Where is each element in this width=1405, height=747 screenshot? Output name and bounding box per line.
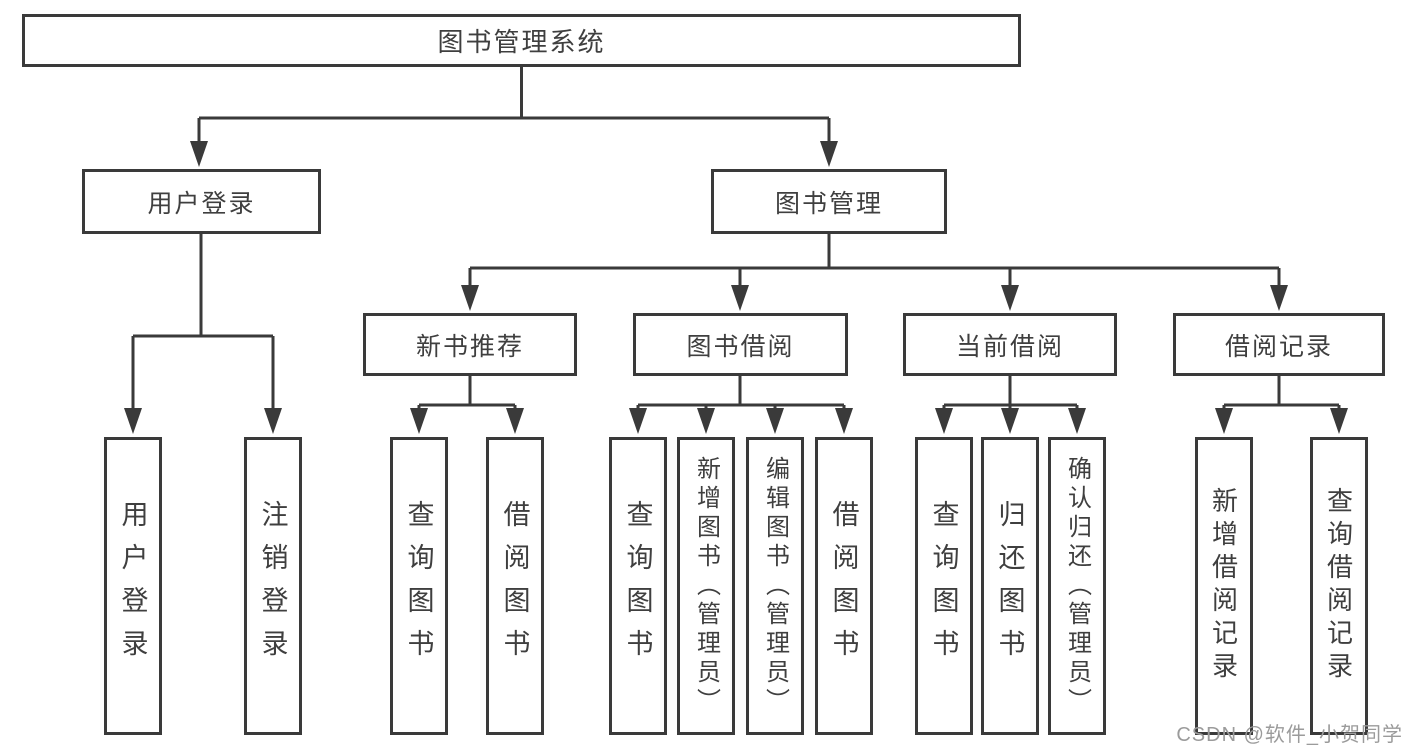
csdn-watermark: CSDN @软件_小贺同学 bbox=[1176, 724, 1403, 746]
leaf-edit-book-admin: 编辑图书（管理员） bbox=[746, 437, 804, 735]
node-root-system: 图书管理系统 bbox=[22, 14, 1021, 67]
leaf-logout: 注销登录 bbox=[244, 437, 302, 735]
leaf-add-borrow-record: 新增借阅记录 bbox=[1195, 437, 1253, 735]
node-user-login: 用户登录 bbox=[82, 169, 321, 234]
leaf-confirm-return-admin: 确认归还（管理员） bbox=[1048, 437, 1106, 735]
leaf-query-books-borrow: 查询图书 bbox=[609, 437, 667, 735]
leaf-borrow-books: 借阅图书 bbox=[815, 437, 873, 735]
arrowheads bbox=[124, 141, 1348, 434]
leaf-user-login: 用户登录 bbox=[104, 437, 162, 735]
node-book-borrowing: 图书借阅 bbox=[633, 313, 848, 376]
node-borrowing-records: 借阅记录 bbox=[1173, 313, 1385, 376]
node-new-book-recommendation: 新书推荐 bbox=[363, 313, 577, 376]
leaf-return-book: 归还图书 bbox=[981, 437, 1039, 735]
leaf-query-books-recommend: 查询图书 bbox=[390, 437, 448, 735]
leaf-borrow-books-recommend: 借阅图书 bbox=[486, 437, 544, 735]
node-current-borrowing: 当前借阅 bbox=[903, 313, 1117, 376]
leaf-query-books-current: 查询图书 bbox=[915, 437, 973, 735]
leaf-add-book-admin: 新增图书（管理员） bbox=[677, 437, 735, 735]
leaf-query-borrow-record: 查询借阅记录 bbox=[1310, 437, 1368, 735]
node-book-management: 图书管理 bbox=[711, 169, 947, 234]
